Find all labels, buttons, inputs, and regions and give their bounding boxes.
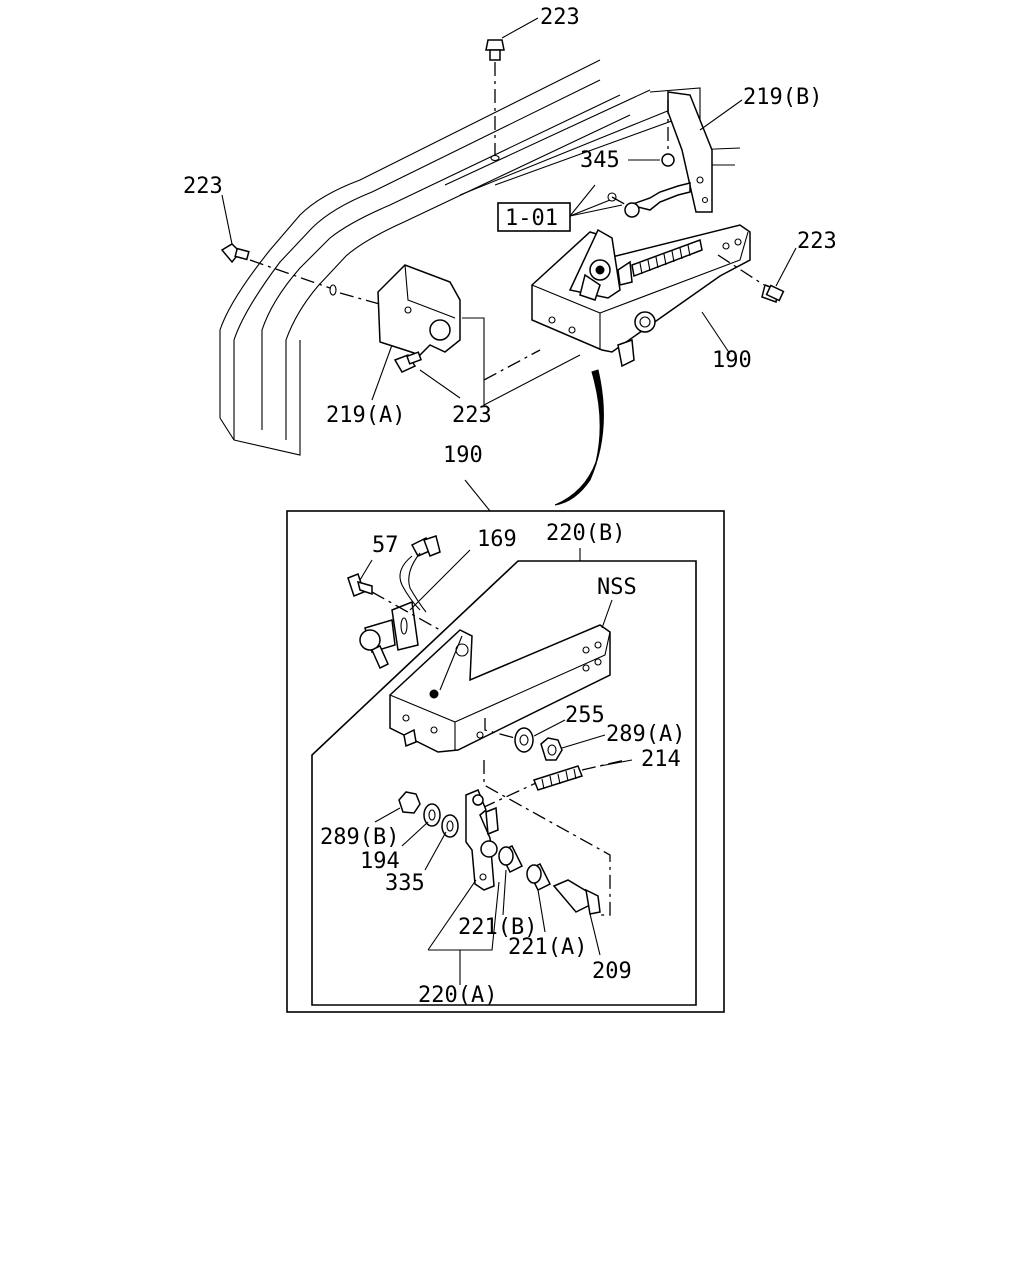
part-labels: 223 219(B) 345 1-01 223 223 190 219(A) 2… bbox=[183, 5, 837, 1008]
label-nss: NSS bbox=[597, 575, 637, 600]
pedal-bracket-assembly-190 bbox=[531, 224, 751, 368]
spring-214 bbox=[533, 759, 626, 791]
bracket-220b bbox=[389, 624, 611, 753]
label-bolt-209: 209 bbox=[592, 959, 632, 984]
label-nut-289b: 289(B) bbox=[320, 825, 399, 850]
label-bolt-223-left: 223 bbox=[183, 174, 223, 199]
label-bolt-223-right: 223 bbox=[797, 229, 837, 254]
label-bracket-219a: 219(A) bbox=[326, 403, 405, 428]
bolt-223-left bbox=[220, 243, 409, 313]
label-bracket-219b: 219(B) bbox=[743, 85, 822, 110]
label-bolt-223-bottom: 223 bbox=[452, 403, 492, 428]
bracket-219a bbox=[377, 264, 461, 356]
washer-335 bbox=[441, 814, 459, 838]
label-washer-335: 335 bbox=[385, 871, 425, 896]
nut-289a bbox=[540, 737, 563, 761]
detail-frame-inner bbox=[311, 560, 697, 1006]
cable-rod-end bbox=[607, 182, 691, 218]
label-reference-1-01: 1-01 bbox=[505, 206, 558, 231]
bushing-221b bbox=[498, 844, 524, 874]
nut-345 bbox=[628, 100, 675, 167]
leader-lines bbox=[221, 17, 797, 985]
label-bushing-221b: 221(B) bbox=[458, 915, 537, 940]
bushing-221a bbox=[526, 862, 552, 892]
bolt-223-right bbox=[717, 254, 785, 304]
nut-289b bbox=[398, 791, 421, 814]
label-washer-255: 255 bbox=[565, 703, 605, 728]
label-washer-194: 194 bbox=[360, 849, 400, 874]
washer-255 bbox=[514, 727, 534, 753]
label-sensor-169: 169 bbox=[477, 527, 517, 552]
washer-194 bbox=[423, 803, 441, 827]
bolt-223-bottom bbox=[393, 351, 422, 373]
label-detail-190: 190 bbox=[443, 443, 483, 468]
label-bracket-220b: 220(B) bbox=[546, 521, 625, 546]
sensor-169 bbox=[359, 535, 441, 670]
label-screw-57: 57 bbox=[372, 533, 399, 558]
label-lever-220a: 220(A) bbox=[418, 983, 497, 1008]
label-nut-345: 345 bbox=[580, 148, 620, 173]
label-assembly-190: 190 bbox=[712, 348, 752, 373]
screw-57 bbox=[347, 573, 441, 631]
bolt-223-top bbox=[485, 39, 505, 61]
label-bushing-221a: 221(A) bbox=[508, 935, 587, 960]
label-nut-289a: 289(A) bbox=[606, 722, 685, 747]
bracket-219b bbox=[667, 91, 713, 213]
reference-box-1-01 bbox=[497, 184, 623, 232]
detail-callout-arrow bbox=[554, 369, 604, 506]
bolt-209 bbox=[552, 879, 601, 915]
lever-220a bbox=[465, 789, 499, 891]
label-spring-214: 214 bbox=[641, 747, 681, 772]
label-bolt-223-top: 223 bbox=[540, 5, 580, 30]
detail-frame-outer bbox=[286, 510, 725, 1013]
